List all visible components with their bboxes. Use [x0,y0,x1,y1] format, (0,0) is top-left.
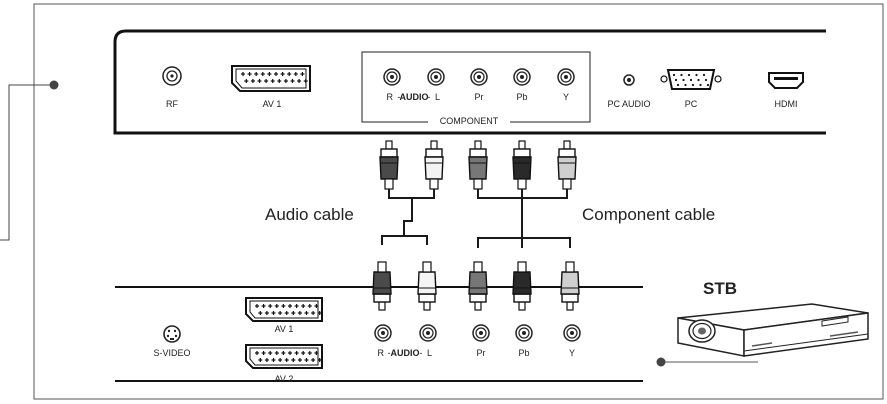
pc-audio-label: PC AUDIO [607,99,650,109]
stb-knob-icon [688,319,716,343]
y-jack-side[interactable] [563,324,581,342]
av1-scart-port[interactable] [231,65,311,92]
audio-l-jack-side[interactable] [419,324,437,342]
pb-jack-top[interactable] [513,68,531,86]
pb-label-top: Pb [516,92,527,102]
cable-wire [388,189,435,199]
svg-text:AUDIO: AUDIO [400,92,429,102]
rf-label: RF [166,99,178,109]
svg-text:AUDIO: AUDIO [391,348,420,358]
svideo-port[interactable] [163,325,181,343]
audio-label-side: R - AUDIO - L [378,348,433,358]
cable-wire [381,235,428,245]
tv-back-panel [113,29,826,135]
av2-side-label: AV 2 [275,374,294,384]
audio-label-top: R - AUDIO - L [387,92,441,102]
svg-text:-: - [420,348,423,358]
cable-wire [403,198,413,236]
svg-text:R: R [387,92,394,102]
component-cable-label: Component cable [582,205,715,224]
svg-text:R: R [378,348,385,358]
y-jack-top[interactable] [557,68,575,86]
pr-plug-top [468,140,488,190]
component-label: COMPONENT [440,116,499,126]
pb-jack-side[interactable] [515,324,533,342]
y-plug-top [557,140,577,190]
pb-plug-top [512,140,532,190]
y-plug-side [560,261,580,311]
rf-jack[interactable] [162,66,182,86]
audio-r-jack-side[interactable] [374,324,392,342]
svg-text:-: - [388,348,391,358]
pointer-dot-left [49,80,59,90]
svg-text:L: L [427,348,432,358]
svideo-label: S-VIDEO [153,348,190,358]
stb-label: STB [703,279,737,298]
pointer-dot-stb [656,357,666,367]
pb-plug-side [512,261,532,311]
hdmi-port[interactable] [768,72,804,89]
av1-label: AV 1 [263,99,282,109]
audio-r-plug-side [372,261,392,311]
pr-label-top: Pr [475,92,484,102]
av1-scart-side[interactable] [245,297,323,322]
audio-l-plug-side [417,261,437,311]
av2-scart-side[interactable] [245,344,323,369]
set-top-box[interactable] [677,303,869,357]
diagram-frame [33,3,884,400]
hdmi-label: HDMI [775,99,798,109]
pb-label-side: Pb [518,348,529,358]
pointer-line-left [0,84,52,241]
svg-text:L: L [435,92,440,102]
av1-side-label: AV 1 [275,324,294,334]
pc-vga-port[interactable] [660,69,722,90]
component-group-box [361,51,591,123]
y-label-top: Y [563,92,569,102]
pr-label-side: Pr [477,348,486,358]
svg-text:-: - [398,92,401,102]
pr-jack-top[interactable] [470,68,488,86]
audio-r-jack-top[interactable] [383,68,401,86]
cable-wire [477,237,571,248]
audio-l-jack-top[interactable] [427,68,445,86]
audio-l-plug-top [424,140,444,190]
audio-cable-label: Audio cable [265,205,354,224]
y-label-side: Y [569,348,575,358]
pr-plug-side [468,261,488,311]
svg-text:-: - [428,92,431,102]
audio-r-plug-top [379,140,399,190]
pr-jack-side[interactable] [472,324,490,342]
pc-audio-jack[interactable] [623,74,635,86]
pc-label: PC [685,99,698,109]
